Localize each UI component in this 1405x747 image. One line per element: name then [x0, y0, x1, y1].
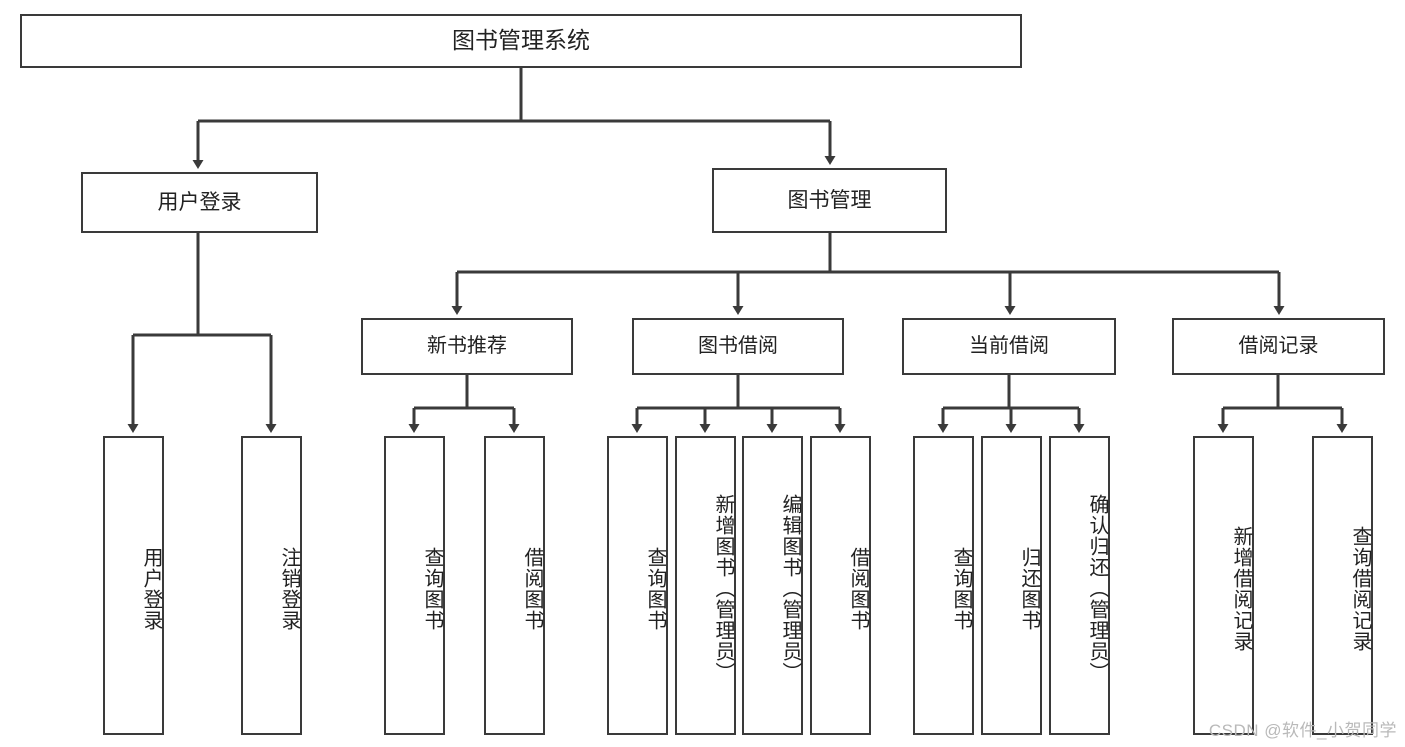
leaf-borrow-book-2[interactable]: 借阅图书: [810, 436, 871, 735]
leaf-user-login[interactable]: 用户登录: [103, 436, 164, 735]
leaf-return-book[interactable]: 归还图书: [981, 436, 1042, 735]
node-current-borrow[interactable]: 当前借阅: [902, 318, 1116, 375]
leaf-add-book[interactable]: 新增图书（管理员）: [675, 436, 736, 735]
node-borrow-record[interactable]: 借阅记录: [1172, 318, 1385, 375]
node-book-borrow[interactable]: 图书借阅: [632, 318, 844, 375]
watermark-text: CSDN @软件_小贺同学: [1208, 721, 1397, 740]
node-new-book-recommend[interactable]: 新书推荐: [361, 318, 573, 375]
leaf-query-record[interactable]: 查询借阅记录: [1312, 436, 1373, 735]
leaf-query-book-3[interactable]: 查询图书: [913, 436, 974, 735]
node-user-login[interactable]: 用户登录: [81, 172, 318, 233]
leaf-edit-book[interactable]: 编辑图书（管理员）: [742, 436, 803, 735]
leaf-query-book-2[interactable]: 查询图书: [607, 436, 668, 735]
leaf-borrow-book-1[interactable]: 借阅图书: [484, 436, 545, 735]
leaf-confirm-return[interactable]: 确认归还（管理员）: [1049, 436, 1110, 735]
leaf-add-record[interactable]: 新增借阅记录: [1193, 436, 1254, 735]
leaf-logout-login[interactable]: 注销登录: [241, 436, 302, 735]
leaf-query-book-1[interactable]: 查询图书: [384, 436, 445, 735]
node-book-management[interactable]: 图书管理: [712, 168, 947, 233]
node-root[interactable]: 图书管理系统: [20, 14, 1022, 68]
